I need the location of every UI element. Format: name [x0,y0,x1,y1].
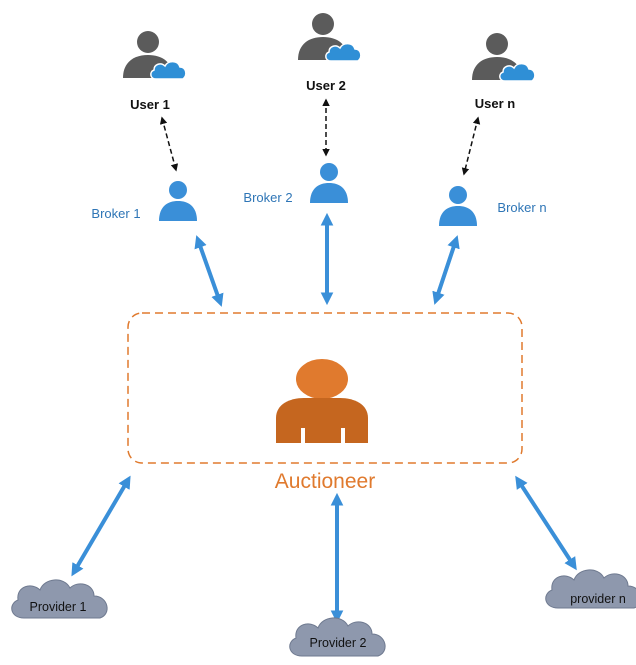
broker-n-node: Broker n [439,186,547,226]
provider-n-label: provider n [570,592,626,606]
broker-1-label: Broker 1 [91,206,140,221]
provider-1-node: Provider 1 [11,579,108,619]
user-2-node: User 2 [297,12,362,93]
user-cloud-icon [297,12,362,62]
auctioneer-label: Auctioneer [275,470,375,493]
user-1-label: User 1 [130,97,170,112]
provider-n-auctioneer-connector [515,475,577,571]
auctioneer-boundary [127,312,523,464]
provider-1-auctioneer-connector [71,475,131,577]
user-n-broker-n-link [461,116,481,176]
broker-person-icon [310,163,348,203]
user-cloud-icon [122,30,187,80]
user-2-label: User 2 [306,78,346,93]
provider-2-node: Provider 2 [289,617,386,657]
broker-1-node: Broker 1 [91,181,197,221]
broker-1-auctioneer-connector [194,235,224,307]
user-n-label: User n [475,96,516,111]
broker-person-icon [439,186,477,226]
user-1-node: User 1 [122,30,187,112]
provider-n-node: provider n [545,569,636,609]
auctioneer-node: Auctioneer [127,312,523,493]
user-n-node: User n [471,32,536,111]
provider-2-label: Provider 2 [310,636,367,650]
broker-n-auctioneer-connector [432,235,460,305]
broker-2-label: Broker 2 [243,190,292,205]
broker-person-icon [159,181,197,221]
broker-2-node: Broker 2 [243,163,348,205]
provider-1-label: Provider 1 [30,600,87,614]
user-1-broker-1-link [159,116,179,172]
broker-n-label: Broker n [497,200,546,215]
user-cloud-icon [471,32,536,82]
auctioneer-person-icon [276,357,368,443]
